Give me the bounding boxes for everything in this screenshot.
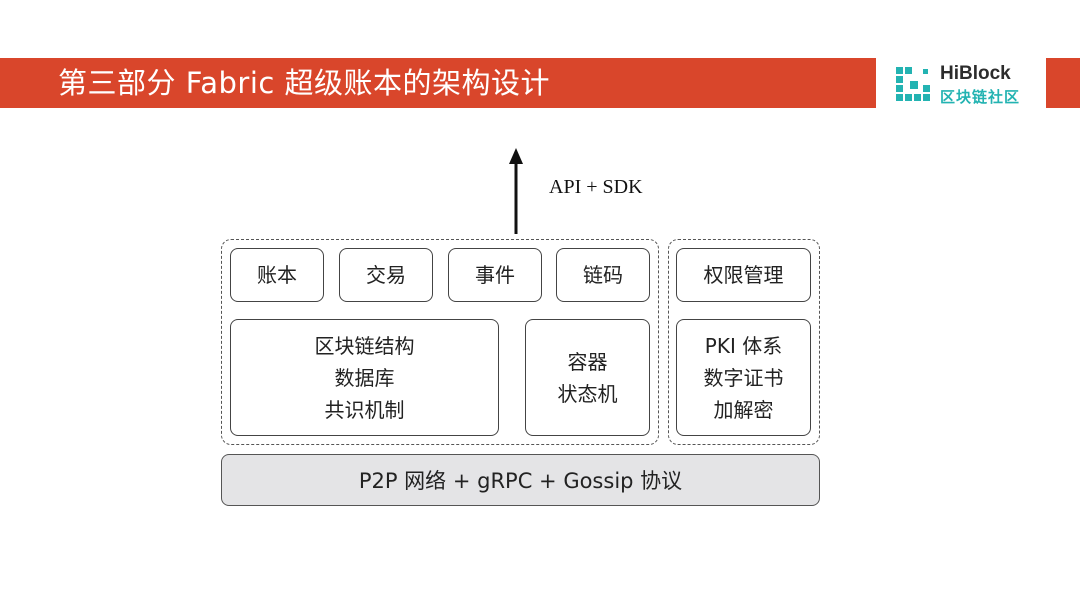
state-machine-label: 状态机 [557,381,618,406]
api-sdk-label: API + SDK [549,176,643,198]
container-box: 容器 状态机 [525,319,650,436]
encryption-label: 加解密 [713,397,774,422]
up-arrow-icon [509,148,523,234]
permission-box: 权限管理 [676,248,811,302]
transaction-box: 交易 [339,248,433,302]
chaincode-label: 链码 [583,263,623,287]
title-bar-end [1046,58,1080,108]
blockchain-structure-box: 区块链结构 数据库 共识机制 [230,319,499,436]
event-box: 事件 [448,248,542,302]
event-label: 事件 [475,263,515,287]
logo-name: HiBlock [940,63,1011,84]
ledger-label: 账本 [257,263,297,287]
pki-box: PKI 体系 数字证书 加解密 [676,319,811,436]
core-modules-group [221,239,659,445]
hiblock-logo-icon [896,67,930,101]
chaincode-box: 链码 [556,248,650,302]
container-label: 容器 [567,349,608,374]
transaction-label: 交易 [366,263,406,287]
permission-label: 权限管理 [703,263,784,287]
network-layer-label: P2P 网络 + gRPC + Gossip 协议 [358,469,683,493]
network-layer-box: P2P 网络 + gRPC + Gossip 协议 [221,454,820,506]
security-group [668,239,820,445]
slide-title: 第三部分 Fabric 超级账本的架构设计 [58,66,551,100]
certificate-label: 数字证书 [703,365,784,390]
blockchain-structure-label: 区块链结构 [314,333,415,358]
pki-label: PKI 体系 [704,333,783,358]
title-bar: 第三部分 Fabric 超级账本的架构设计 [0,58,876,108]
database-label: 数据库 [334,365,395,390]
logo-subtitle: 区块链社区 [940,88,1021,106]
ledger-box: 账本 [230,248,324,302]
consensus-label: 共识机制 [324,397,405,422]
hiblock-logo: HiBlock 区块链社区 [888,58,1044,108]
